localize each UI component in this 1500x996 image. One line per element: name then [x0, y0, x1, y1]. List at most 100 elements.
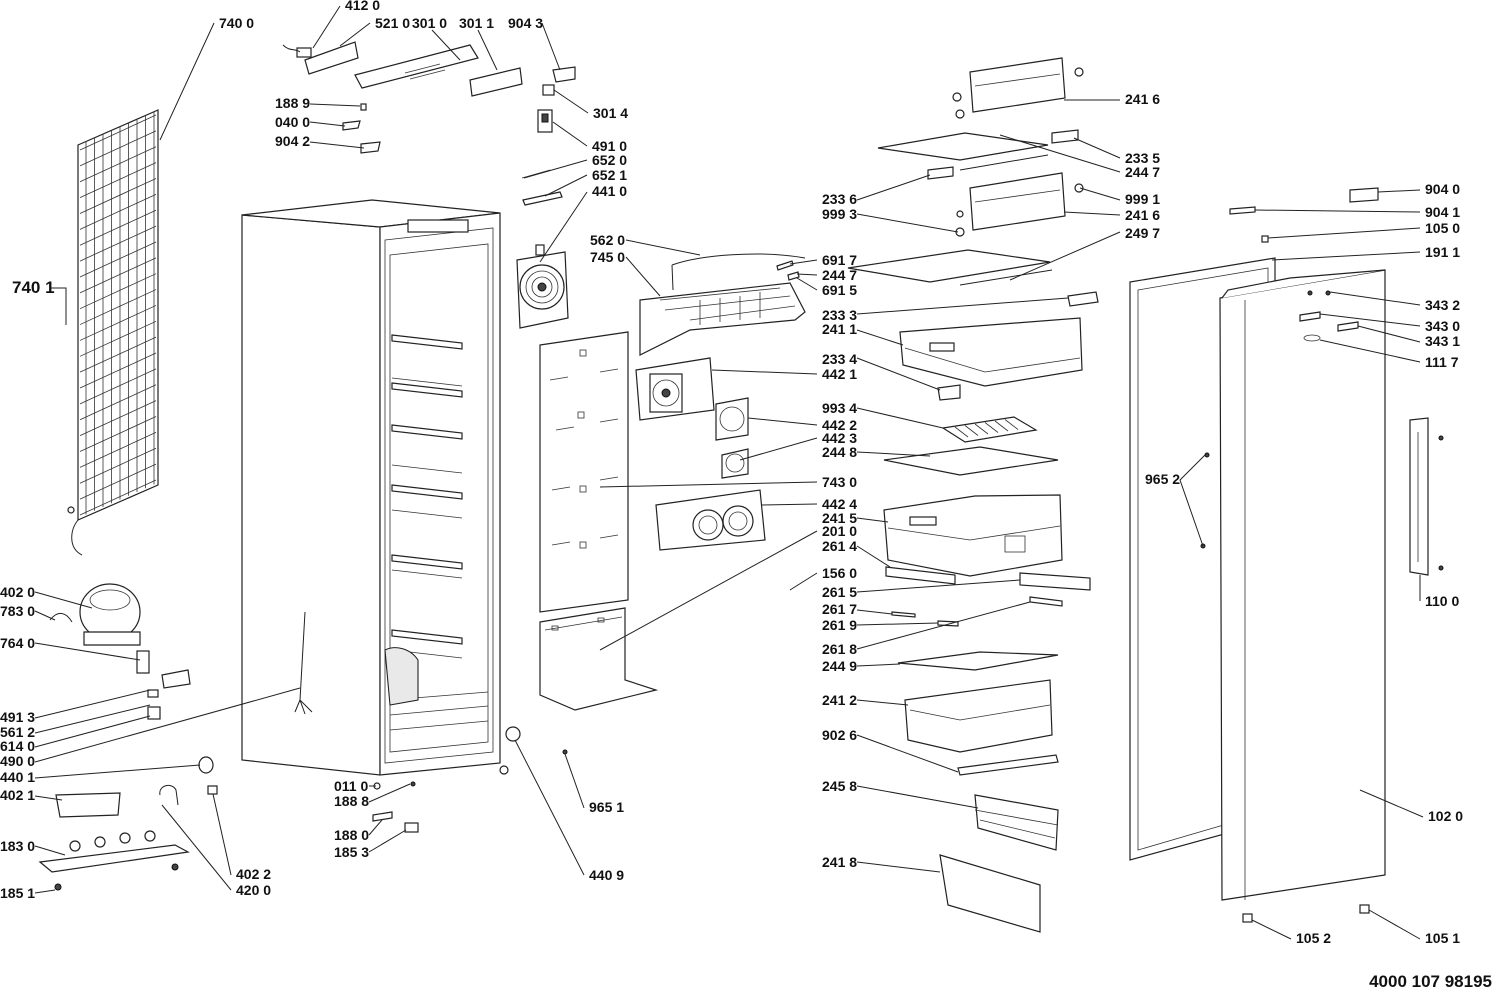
- leader-4020: [34, 591, 93, 609]
- leader-7830: [34, 610, 56, 621]
- leader-9651: [564, 753, 585, 809]
- leader-4900: [34, 687, 301, 763]
- leader-1052: [1251, 919, 1292, 940]
- callout-2449: 244 9: [822, 658, 857, 674]
- leader-3432: [1329, 291, 1421, 306]
- callout-2416b: 241 6: [1125, 207, 1160, 223]
- callout-1020: 102 0: [1428, 808, 1463, 824]
- leader-7430: [599, 481, 818, 488]
- leader-1888: [368, 783, 411, 803]
- compressor-group: [38, 583, 568, 891]
- callout-2010: 201 0: [822, 523, 857, 539]
- callout-9043: 904 3: [508, 15, 543, 31]
- callout-2617: 261 7: [822, 601, 857, 617]
- callout-9026: 902 6: [822, 727, 857, 743]
- leader-9934: [856, 407, 944, 429]
- callout-9042: 904 2: [275, 133, 310, 149]
- callout-6917: 691 7: [822, 252, 857, 268]
- callout-6140: 614 0: [0, 738, 35, 754]
- leader-1911: [1271, 251, 1421, 261]
- leader-9040: [1377, 189, 1421, 193]
- leader-2458: [856, 785, 979, 809]
- leader-2497: [1009, 231, 1121, 281]
- leader-2618: [856, 601, 1031, 650]
- callout-2411: 241 1: [822, 321, 857, 337]
- callout-1050: 105 0: [1425, 220, 1460, 236]
- leader-5612: [34, 704, 151, 734]
- callout-3430: 343 0: [1425, 318, 1460, 334]
- freezer-flaps-and-shelves: [847, 57, 1099, 933]
- leader-0400: [309, 121, 346, 127]
- door-assembly: [1129, 187, 1444, 923]
- leader-9043: [541, 22, 561, 71]
- callout-4200: 420 0: [236, 882, 271, 898]
- leader-2617: [856, 609, 893, 615]
- leader-2619: [856, 622, 939, 626]
- callout-7400: 740 0: [219, 15, 254, 31]
- leader-2415: [856, 517, 889, 523]
- leader-2333: [856, 297, 1069, 315]
- callout-3431: 343 1: [1425, 333, 1460, 349]
- callout-9934: 993 4: [822, 400, 857, 416]
- leader-2447a: [796, 273, 818, 276]
- leader-3010: [431, 29, 461, 61]
- leader-3430: [1319, 313, 1421, 327]
- callout-3432: 343 2: [1425, 297, 1460, 313]
- leader-1560: [789, 572, 818, 591]
- leader-9026: [856, 734, 959, 773]
- leader-2335: [1073, 137, 1121, 159]
- leader-1117: [1319, 339, 1421, 363]
- leader-1851: [34, 889, 56, 894]
- callout-1830: 183 0: [0, 838, 35, 854]
- leader-1020: [1359, 789, 1424, 818]
- leader-6140: [34, 715, 151, 748]
- callout-4120: 412 0: [345, 0, 380, 13]
- callout-2416a: 241 6: [1125, 91, 1160, 107]
- callout-9652: 965 2: [1145, 471, 1180, 487]
- callout-6520: 652 0: [592, 152, 627, 168]
- callout-4423: 442 3: [822, 430, 857, 446]
- callout-5210: 521 0: [375, 15, 410, 31]
- callout-1853: 185 3: [334, 844, 369, 860]
- leader-2418: [856, 861, 941, 873]
- callout-4424: 442 4: [822, 496, 857, 512]
- callout-1560: 156 0: [822, 565, 857, 581]
- condenser-coil: [67, 109, 159, 556]
- callout-4401: 440 1: [0, 769, 35, 785]
- leader-4409: [514, 739, 585, 876]
- callout-4022: 402 2: [236, 866, 271, 882]
- callout-4913: 491 3: [0, 709, 35, 725]
- leader-2010: [599, 530, 818, 651]
- leader-4423: [739, 437, 818, 461]
- leader-3431: [1357, 325, 1421, 343]
- callout-1052: 105 2: [1296, 930, 1331, 946]
- callout-2497: 249 7: [1125, 225, 1160, 241]
- callout-7401: 740 1: [12, 278, 55, 297]
- callout-7450: 745 0: [590, 249, 625, 265]
- leader-9042: [309, 141, 365, 149]
- leader-4022: [212, 793, 232, 876]
- callout-5612: 561 2: [0, 724, 35, 740]
- leader-2412: [856, 699, 909, 706]
- cabinet-body: [241, 199, 521, 790]
- leader-6521: [544, 174, 588, 197]
- callout-2619: 261 9: [822, 617, 857, 633]
- leader-6520: [523, 159, 588, 179]
- callout-4900: 490 0: [0, 753, 35, 769]
- callout-1911: 191 1: [1425, 244, 1460, 260]
- leader-lines: [34, 5, 1424, 940]
- leader-2334: [856, 357, 941, 391]
- leader-2448: [856, 451, 931, 457]
- control-board-parts: [282, 41, 576, 206]
- inner-back-panel: [539, 331, 629, 613]
- leader-5210: [339, 22, 371, 47]
- leader-2614: [856, 545, 891, 568]
- callout-2618: 261 8: [822, 641, 857, 657]
- leader-4422: [747, 417, 818, 426]
- callout-9041: 904 1: [1425, 204, 1460, 220]
- callout-3010: 301 0: [412, 15, 447, 31]
- callout-7430: 743 0: [822, 474, 857, 490]
- leader-4410: [539, 191, 588, 263]
